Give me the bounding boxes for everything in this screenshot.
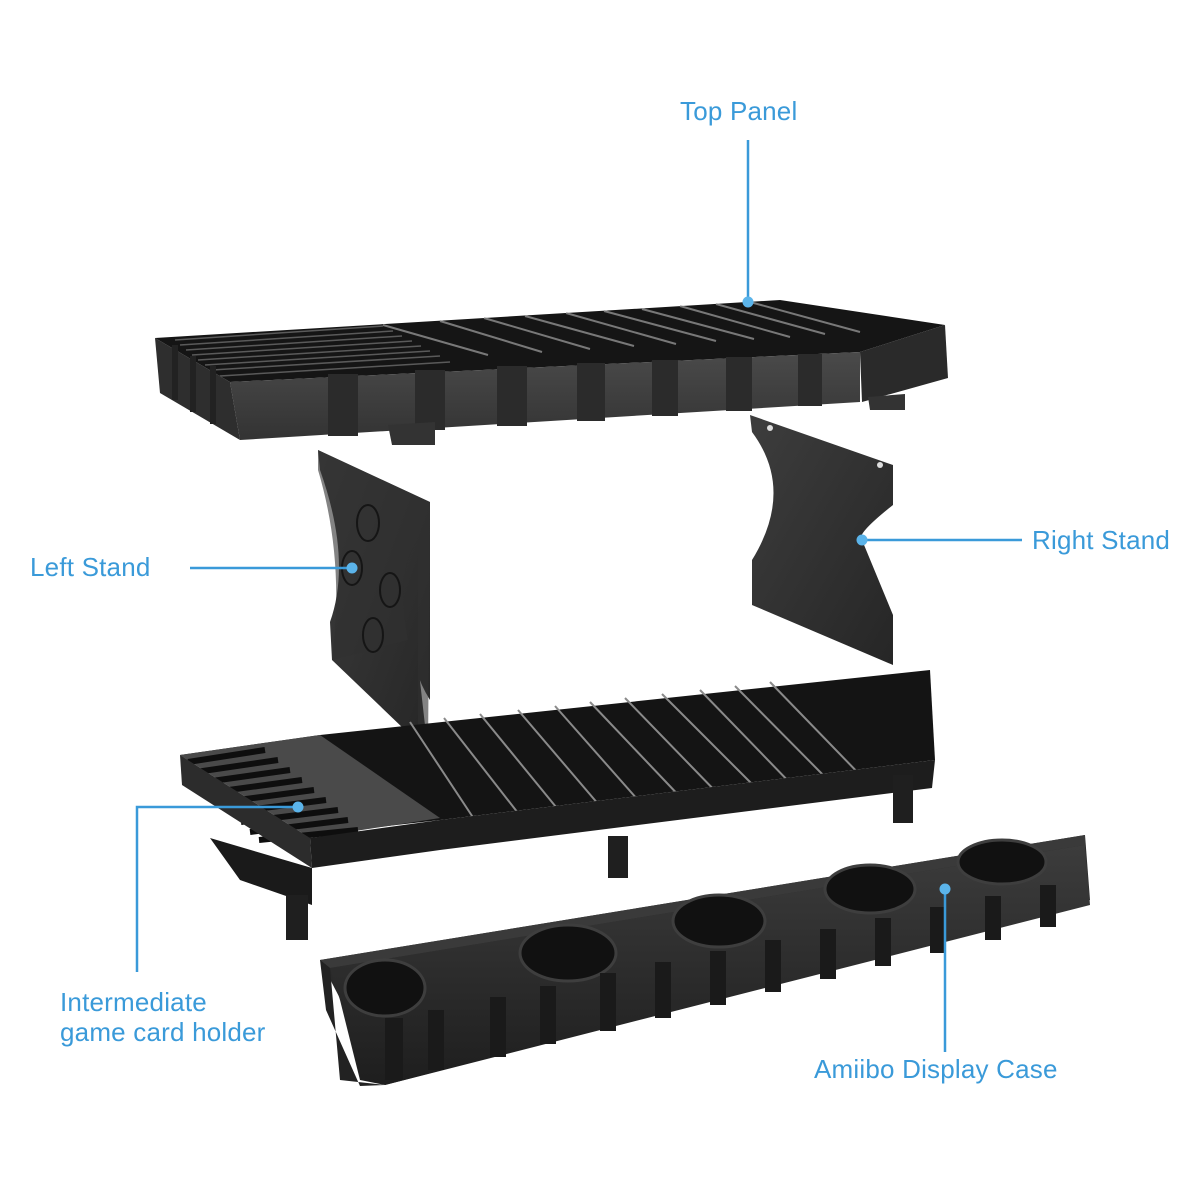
right-stand-part [750,415,893,665]
callout-dot-top-panel [742,296,754,308]
label-top-panel: Top Panel [680,96,798,126]
callout-line-intermediate-holder [135,805,298,972]
callout-dot-intermediate-holder [292,801,304,813]
callout-dot-right-stand [856,534,868,546]
callout-lines [135,140,1022,1052]
amiibo-case-part [320,835,1090,1086]
label-left-stand: Left Stand [30,552,151,582]
label-intermediate-holder: Intermediate game card holder [60,987,266,1047]
label-amiibo-case: Amiibo Display Case [814,1054,1058,1084]
callout-dot-amiibo-case [939,883,951,895]
left-stand-part [318,450,430,752]
top-panel-part [155,300,948,445]
label-right-stand: Right Stand [1032,525,1171,555]
callout-dots [292,296,951,895]
intermediate-holder-part [180,670,935,940]
callout-dot-left-stand [346,562,358,574]
